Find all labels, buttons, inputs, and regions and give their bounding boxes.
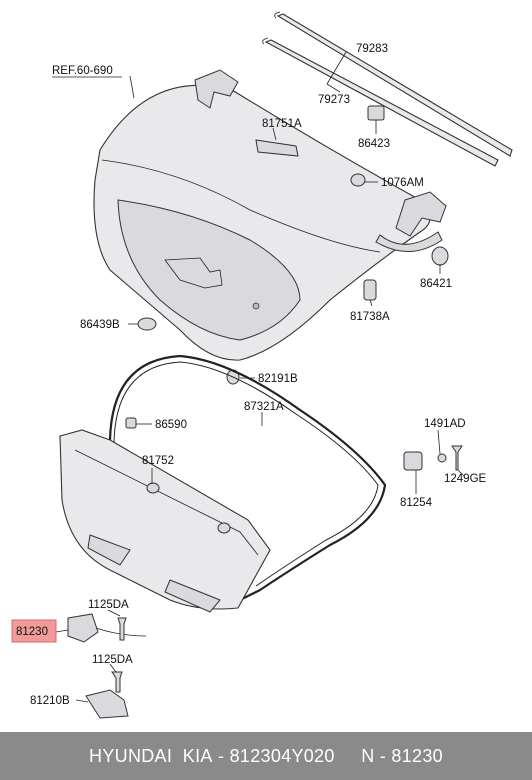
bolt-1125DA-top [117,617,127,641]
handle-81254 [403,451,423,471]
screw-1491AD [437,453,447,463]
striker-81210B [85,689,129,719]
leader-lines [55,51,465,703]
label-86421: 86421 [420,278,452,290]
trim-panel-81752 [59,429,271,613]
bracket-81751A [255,139,299,157]
label-81751A: 81751A [262,118,302,130]
latch-81230 [67,613,147,643]
label-86590: 86590 [155,419,187,431]
label-81230: 81230 [16,626,48,638]
label-86439B: 86439B [80,319,120,331]
torsion-bar-79283 [274,11,513,157]
clip-86423 [367,105,385,121]
footer-part-number: 812304Y020 [229,745,335,766]
plug-86439B [137,317,157,331]
label-81210B: 81210B [30,695,70,707]
label-81254: 81254 [400,497,433,509]
label-82191B: 82191B [258,373,298,385]
bumper-1076AM [350,173,366,187]
label-1125DA-bottom: 1125DA [92,654,133,666]
hinge-right [375,191,447,252]
label-1125DA-top: 1125DA [88,599,129,611]
footer-brand: HYUNDAI KIA [89,745,213,766]
hinge-left [194,69,239,109]
label-81738A: 81738A [350,311,390,323]
label-81752: 81752 [142,455,174,467]
footer-sep-1: - [212,745,230,766]
label-79283: 79283 [356,43,388,55]
footer-gap [335,746,362,767]
footer-ref-number: N - 81230 [361,745,443,766]
bolt-1249GE [451,445,463,471]
footer-bar: HYUNDAI KIA - 812304Y020 N - 81230 [0,732,532,780]
label-ref: REF.60-690 [52,65,113,77]
trunk-lid-outer [93,84,431,361]
label-87321A: 87321A [244,401,284,413]
highlight-81230 [11,619,57,643]
label-86423: 86423 [358,138,390,150]
label-1076AM: 1076AM [381,177,424,189]
label-79273: 79273 [318,94,350,106]
weatherstrip-87321A [108,354,387,601]
exploded-parts-diagram: REF.60-690 79283 79273 81751A 86423 1076… [11,11,513,719]
cap-86421 [431,246,449,266]
torsion-bar-79273 [262,37,499,167]
clip-86590 [125,417,137,429]
stopper-81738A [363,279,377,301]
label-1249GE: 1249GE [444,473,487,485]
bolt-1125DA-bottom [111,671,123,693]
label-1491AD: 1491AD [424,418,466,430]
